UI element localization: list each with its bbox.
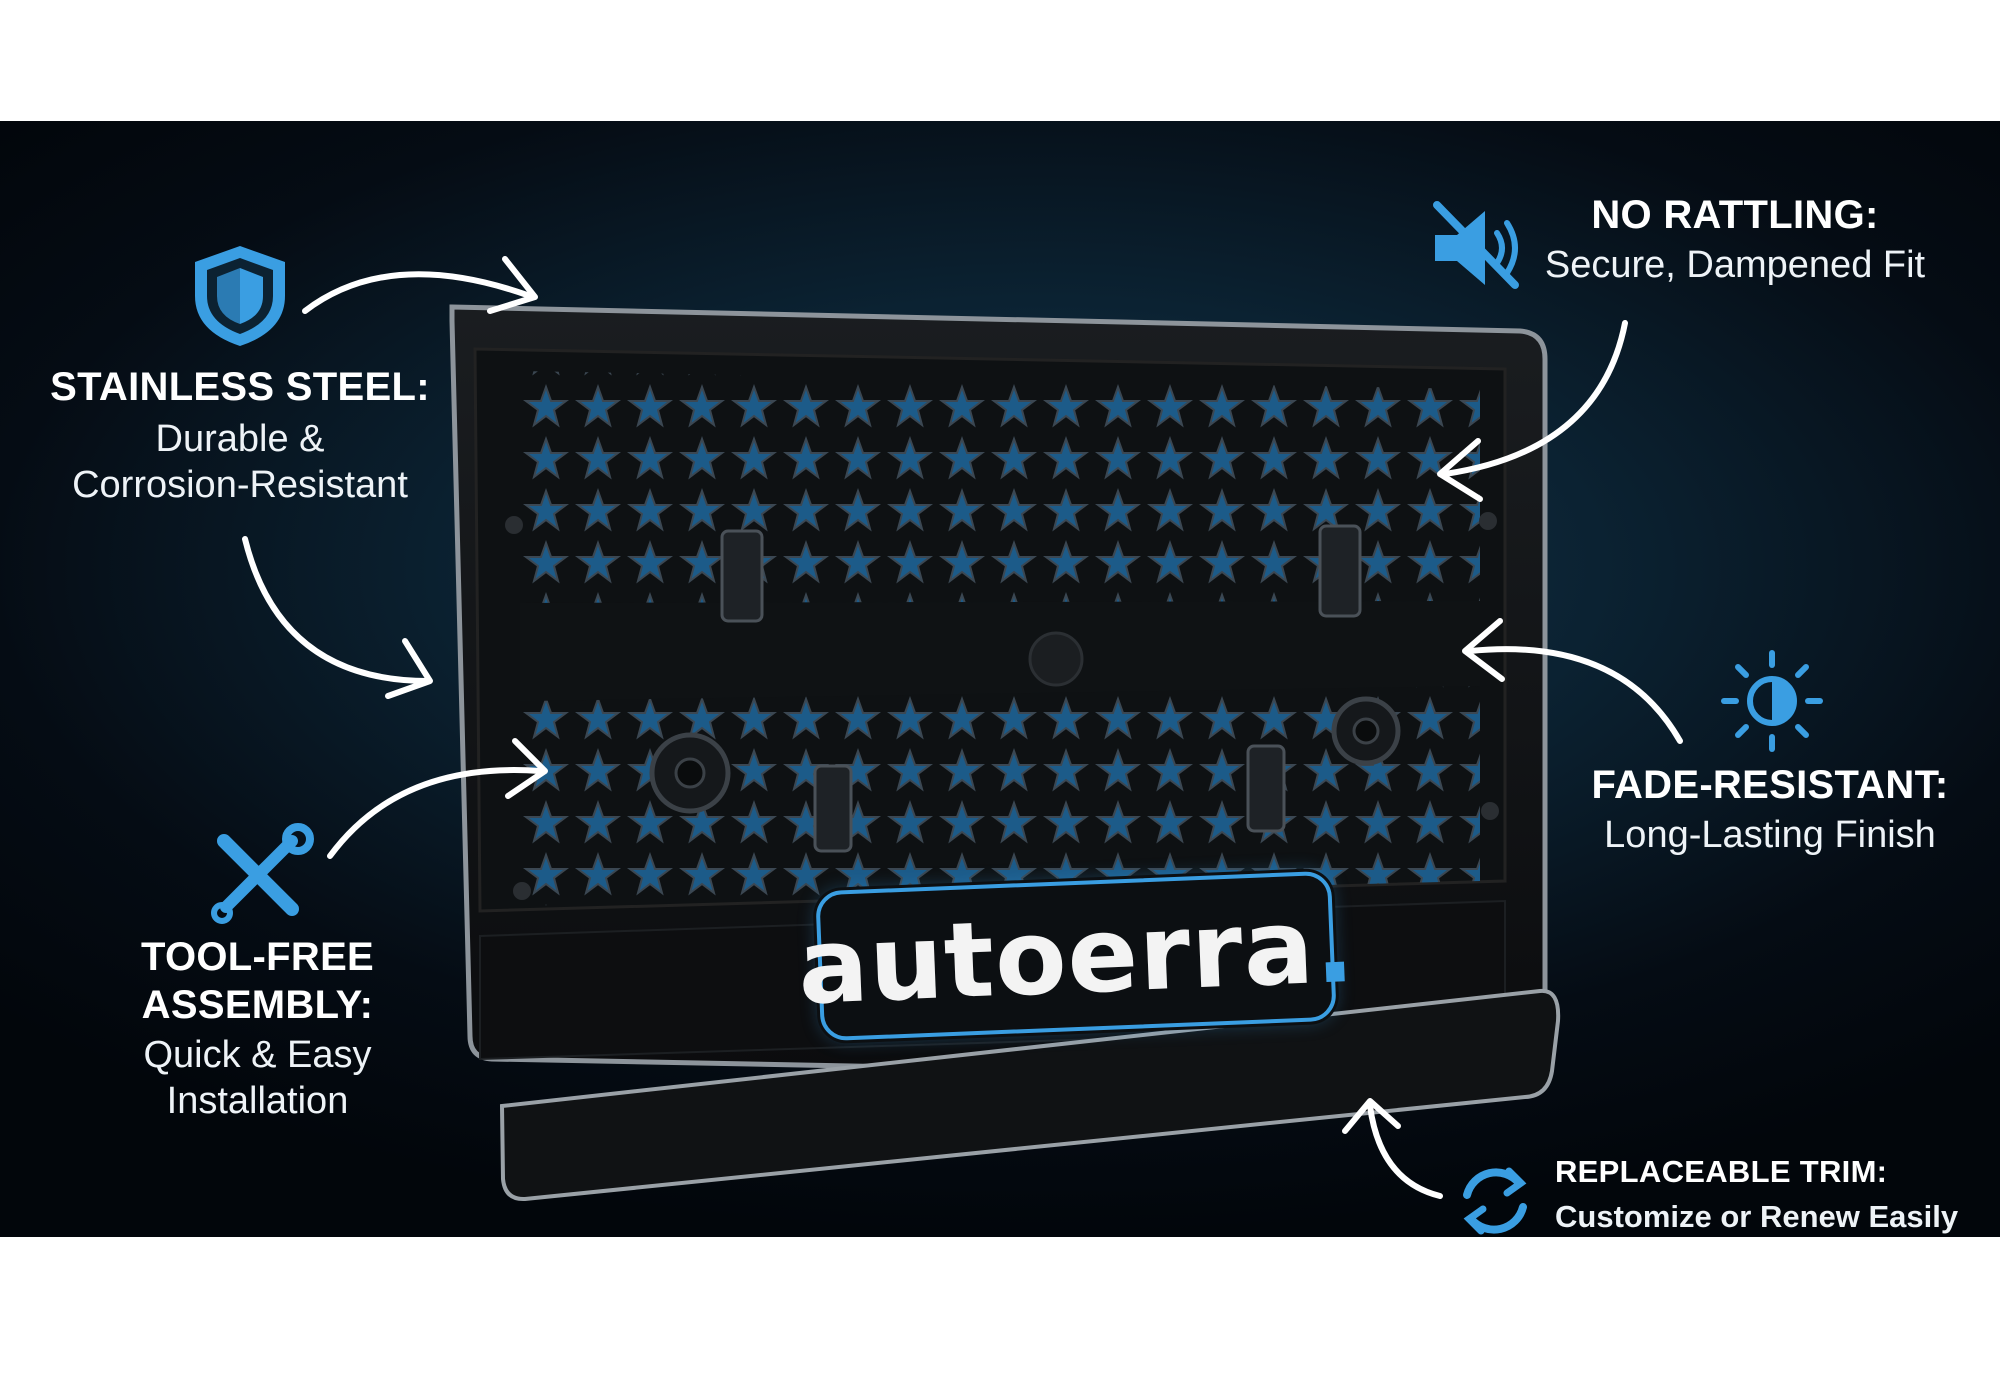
feature-line: Customize or Renew Easily [1555,1199,1959,1235]
speaker-muted-icon [1433,201,1519,289]
feature-title: REPLACEABLE TRIM: [1555,1154,1888,1189]
arrow-toolfree [327,767,543,859]
arrow-trim-head [1342,1098,1401,1134]
feature-line: Corrosion-Resistant [72,463,408,506]
arrow-fade [1467,646,1683,744]
arrow-stainless-side-head [385,638,433,699]
refresh-icon [1463,1167,1527,1235]
shield-icon [195,246,285,346]
arrow-no-rattling-head [1437,438,1483,502]
arrow-trim [1367,1103,1443,1199]
logo-dot: . [1311,883,1357,1008]
feature-line: Durable & [155,418,325,460]
arrow-no-rattling [1442,320,1628,477]
feature-title: FADE-RESISTANT: [1591,763,1949,807]
replaceable-trim-strip [499,988,1561,1202]
feature-title: NO RATTLING: [1591,193,1879,237]
feature-line: Long-Lasting Finish [1604,814,1936,856]
feature-no-rattling: NO RATTLING: Secure, Dampened Fit [1520,191,1950,289]
wrench-screwdriver-icon [211,823,314,924]
feature-tool-free: TOOL-FREE ASSEMBLY: Quick & Easy Install… [115,933,400,1124]
feature-stainless-steel: STAINLESS STEEL: Durable & Corrosion-Res… [40,363,440,508]
sun-contrast-icon [1721,650,1823,752]
product-banner: autoerra. STAINLESS STEEL: Durable & Cor… [0,121,2000,1237]
feature-replaceable-trim: REPLACEABLE TRIM: Customize or Renew Eas… [1555,1153,1985,1235]
arrow-stainless-side [242,536,431,684]
feature-line: Quick & Easy [143,1034,372,1076]
arrow-stainless-top-head [487,256,538,314]
arrow-stainless-top [302,271,533,314]
feature-line: Secure, Dampened Fit [1544,244,1926,286]
autoerra-logo: autoerra. [796,870,1356,1042]
arrow-toolfree-head [505,738,548,799]
logo-wordmark: autoerra [795,885,1317,1029]
feature-title: ASSEMBLY: [141,983,374,1027]
feature-line: Installation [166,1079,349,1122]
feature-title: STAINLESS STEEL: [50,365,430,409]
feature-title: TOOL-FREE [140,935,375,979]
arrow-fade-head [1462,618,1505,682]
feature-fade-resistant: FADE-RESISTANT: Long-Lasting Finish [1570,761,1970,859]
